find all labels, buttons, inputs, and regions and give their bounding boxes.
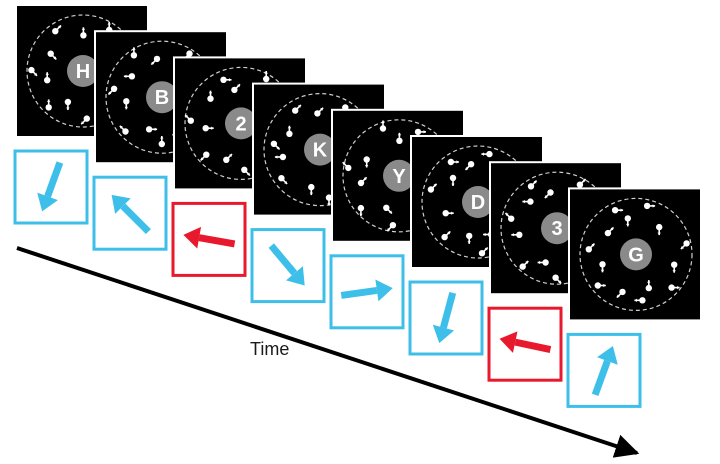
response-box	[487, 306, 563, 382]
response-box	[13, 149, 89, 225]
target-character: 3	[551, 218, 562, 240]
response-arrow-icon	[499, 331, 552, 354]
fixation-disk	[225, 107, 257, 140]
response-arrow-icon	[37, 161, 64, 212]
time-axis-label: Time	[250, 339, 290, 359]
target-character: Y	[392, 166, 406, 188]
target-character: G	[628, 244, 644, 266]
motion-dots	[585, 202, 690, 304]
response-boxes	[13, 149, 642, 408]
time-arrow-icon	[16, 246, 640, 458]
response-box	[171, 201, 247, 277]
target-character: D	[471, 192, 485, 214]
target-character: 2	[235, 113, 246, 135]
time-axis	[16, 246, 640, 458]
fixation-disk	[146, 81, 178, 114]
response-box	[92, 175, 168, 251]
stimulus-panels: H B 2K Y D 3G	[15, 4, 702, 322]
response-box	[329, 254, 405, 330]
fixation-disk	[383, 159, 415, 192]
stimulus-panel: H	[15, 4, 149, 138]
response-arrow-icon	[268, 243, 305, 286]
response-arrow-icon	[591, 345, 618, 397]
response-arrow-icon	[340, 279, 393, 302]
aperture-circle	[579, 197, 693, 311]
stimulus-panel: G	[568, 187, 702, 322]
fixation-disk	[304, 133, 336, 166]
fixation-disk	[67, 55, 99, 87]
fixation-disk	[541, 212, 573, 245]
fixation-disk	[462, 186, 494, 218]
response-arrow-icon	[183, 226, 236, 249]
target-character: K	[313, 140, 328, 162]
response-box	[566, 332, 642, 408]
target-character: B	[155, 87, 169, 109]
response-arrow-icon	[432, 291, 457, 344]
fixation-disk	[620, 238, 652, 271]
response-arrow-icon	[111, 194, 151, 235]
response-box	[250, 228, 326, 304]
target-character: H	[76, 61, 90, 83]
response-box	[408, 280, 484, 356]
